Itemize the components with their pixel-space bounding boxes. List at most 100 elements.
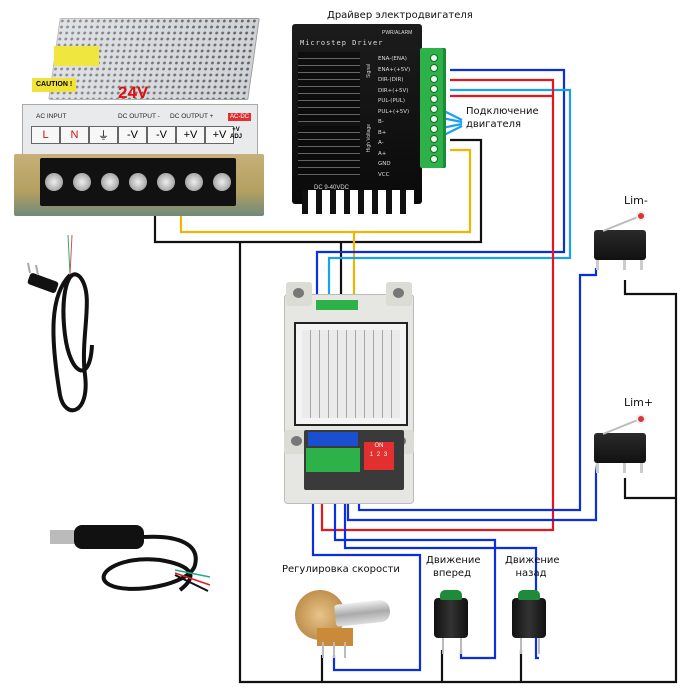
signal-label: Signal	[366, 64, 372, 78]
terminal-minus-v-1: -V	[118, 126, 147, 144]
motor-driver: Microstep Driver PWR/ALARM Signal High V…	[292, 24, 422, 204]
speed-potentiometer[interactable]	[287, 580, 395, 660]
pot-pin	[344, 642, 346, 658]
wire-pot	[311, 455, 422, 672]
psu-terminal-block	[40, 158, 236, 206]
terminal-screw	[430, 125, 438, 133]
pot-shaft	[334, 599, 391, 627]
motor-connection-label-1: Подключение	[466, 106, 539, 117]
button-pin	[520, 638, 522, 654]
pin-pul-minus: PUL-(PUL)	[378, 98, 405, 104]
driver-title: Драйвер электродвигателя	[327, 10, 473, 21]
acdc-badge: AC-DC	[228, 113, 251, 121]
motor-connection-label-2: двигателя	[466, 119, 522, 130]
pin-a-plus: A+	[378, 150, 387, 157]
wire-gnd-lim-plus	[623, 478, 676, 500]
driver-terminal-block	[420, 48, 446, 168]
button-body	[512, 598, 546, 638]
ground-icon: ⏚	[89, 126, 118, 144]
terminal-l: L	[31, 126, 60, 144]
forward-label-line1: Движение	[426, 555, 481, 566]
wire-driver-blue1	[315, 68, 566, 305]
screw-icon	[213, 173, 231, 191]
terminal-screw	[430, 54, 438, 62]
screw-icon	[45, 173, 63, 191]
wire-psu-gnd	[153, 138, 483, 244]
usb-cable-icon	[50, 525, 211, 592]
switch-pin	[640, 260, 643, 270]
backward-label: Движение назад	[505, 554, 560, 580]
terminal-n: N	[60, 126, 89, 144]
wire-backward	[343, 455, 539, 660]
screw-icon	[157, 173, 175, 191]
terminal-screw	[430, 115, 438, 123]
button-pin	[460, 638, 462, 654]
pin-dir-minus: DIR-(DIR)	[378, 77, 404, 83]
trim-potentiometers	[308, 432, 358, 446]
forward-label-line2: вперед	[433, 568, 471, 579]
forward-label: Движение вперед	[426, 554, 481, 580]
pot-pin	[322, 642, 324, 658]
pot-pin	[333, 642, 335, 658]
power-supply: CAUTION ! 24V AC INPUT DC OUTPUT - DC OU…	[14, 18, 264, 218]
pin-ena-plus: ENA+(+5V)	[378, 66, 411, 73]
adj-line2: ADJ	[230, 134, 243, 140]
mounting-ear	[386, 282, 412, 306]
switch-pin	[623, 260, 626, 270]
switch-body	[594, 230, 646, 260]
switch-pin	[623, 463, 626, 473]
wire-psu-vcc	[179, 148, 472, 234]
driver-pin-labels: ENA-(ENA) ENA+(+5V) DIR-(DIR) DIR+(+5V) …	[378, 54, 410, 180]
terminal-screw	[430, 95, 438, 103]
lim-minus-label: Lim-	[624, 194, 648, 207]
backward-label-line2: назад	[515, 568, 547, 579]
button-pin	[442, 638, 444, 654]
ac-input-label: AC INPUT	[36, 113, 67, 120]
psu-caution-label: CAUTION !	[32, 78, 77, 92]
backward-label-line1: Движение	[505, 555, 560, 566]
wire-driver-lblue	[327, 88, 572, 305]
switch-roller	[636, 211, 646, 221]
adj-line1: +V	[232, 127, 240, 133]
button-pin	[538, 638, 540, 654]
switch-pin	[640, 463, 643, 473]
controller-label-plate	[294, 322, 408, 426]
wire-gnd-bus	[238, 242, 678, 684]
pin-dir-plus: DIR+(+5V)	[378, 87, 409, 94]
high-voltage-label: High Voltage	[366, 124, 372, 153]
dip-numbers: 1 2 3	[369, 452, 389, 458]
terminal-screw	[430, 145, 438, 153]
driver-heatsink	[302, 190, 414, 214]
current-table	[298, 126, 360, 176]
pin-a-minus: A-	[378, 140, 384, 146]
pwr-alarm-label: PWR/ALARM	[382, 30, 413, 36]
button-cap	[440, 590, 462, 600]
psu-sticker	[54, 46, 99, 66]
pin-b-plus: B+	[378, 129, 387, 136]
pot-tab	[317, 628, 353, 646]
pin-b-minus: B-	[378, 119, 384, 125]
pin-ena-minus: ENA-(ENA)	[378, 56, 407, 62]
screw-icon	[101, 173, 119, 191]
controller-input-terminal	[316, 300, 358, 310]
microstep-table	[298, 52, 360, 122]
speed-control-label: Регулировка скорости	[282, 564, 400, 575]
dc-output-minus-label: DC OUTPUT -	[118, 113, 160, 120]
power-cord-icon	[27, 235, 94, 413]
driver-dc-range: DC 9-40VDC	[314, 185, 350, 191]
terminal-screw	[430, 135, 438, 143]
terminal-plus-v-1: +V	[176, 126, 205, 144]
button-cap	[518, 590, 540, 600]
dc-output-plus-label: DC OUTPUT +	[170, 113, 214, 120]
screw-icon	[129, 173, 147, 191]
psu-terminal-labels: L N ⏚ -V -V +V +V	[31, 126, 234, 144]
terminal-screw	[430, 155, 438, 163]
terminal-screw	[430, 64, 438, 72]
pin-vcc: VCC	[378, 171, 390, 178]
switch-pin	[596, 260, 599, 270]
pin-gnd: GND	[378, 161, 391, 167]
screw-icon	[73, 173, 91, 191]
adj-label: +V ADJ	[230, 127, 242, 141]
terminal-plus-v-2: +V	[205, 126, 234, 144]
dip-switch[interactable]: ON 1 2 3	[364, 442, 394, 470]
